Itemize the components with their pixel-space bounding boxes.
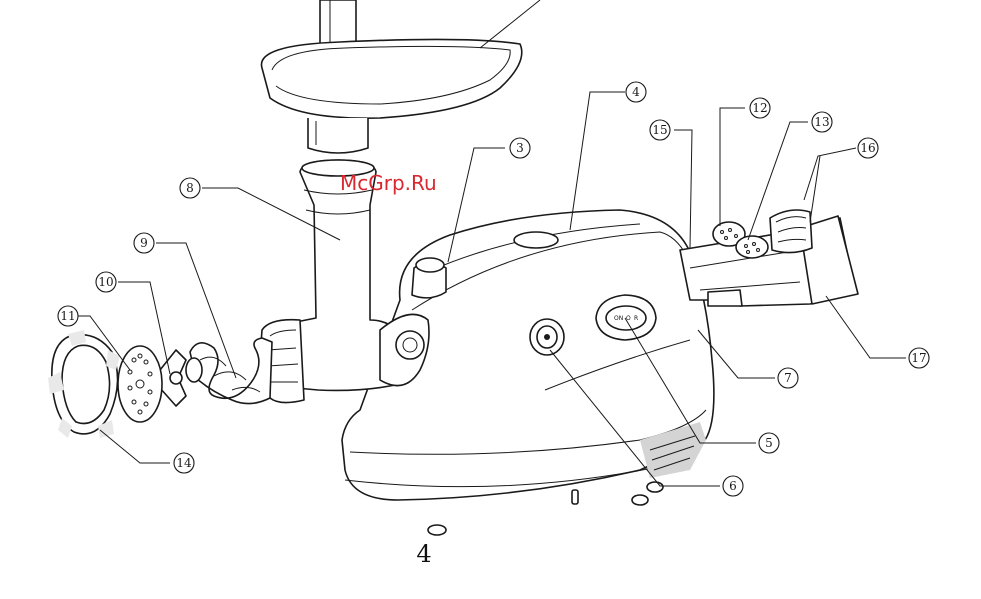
callout-label: 13 (814, 115, 829, 129)
callout-16: 16 (858, 138, 878, 158)
callout-label: 16 (860, 141, 875, 155)
auger-screw (186, 338, 272, 404)
callout-4: 4 (626, 82, 646, 102)
callout-label: 17 (911, 351, 926, 365)
cutting-knife (160, 350, 186, 406)
callout-10: 10 (96, 272, 116, 292)
callout-label: 3 (516, 141, 524, 155)
callout-label: 12 (752, 101, 767, 115)
grinding-plate (118, 346, 162, 422)
accessory-storage (680, 210, 858, 306)
callout-8: 8 (180, 178, 200, 198)
callout-label: 14 (176, 456, 192, 470)
reverse-button-panel (530, 319, 564, 355)
callout-7: 7 (778, 368, 798, 388)
switch-reverse-label: R (634, 315, 638, 322)
page-number: 4 (411, 540, 437, 568)
callout-9: 9 (134, 233, 154, 253)
callout-12: 12 (750, 98, 770, 118)
callout-label: 10 (98, 275, 113, 289)
release-button (412, 258, 446, 298)
callout-6: 6 (723, 476, 743, 496)
ring-nut (48, 330, 120, 438)
switch-on-label: ON (614, 315, 623, 322)
callout-3: 3 (510, 138, 530, 158)
callout-label: 15 (652, 123, 667, 137)
food-tray (261, 0, 540, 153)
callout-17: 17 (909, 348, 929, 368)
callout-label: 4 (632, 85, 640, 99)
callout-label: 11 (60, 309, 75, 323)
callout-label: 9 (140, 236, 148, 250)
callout-label: 8 (186, 181, 194, 195)
callout-14: 14 (174, 453, 194, 473)
callout-13: 13 (812, 112, 832, 132)
callout-5: 5 (759, 433, 779, 453)
callout-15: 15 (650, 120, 670, 140)
watermark: McGrp.Ru (340, 171, 437, 195)
on-off-switch-panel: ON O R (596, 295, 656, 340)
callout-label: 7 (784, 371, 792, 385)
callout-label: 5 (765, 436, 773, 450)
callout-label: 6 (729, 479, 737, 493)
callout-11: 11 (58, 306, 78, 326)
